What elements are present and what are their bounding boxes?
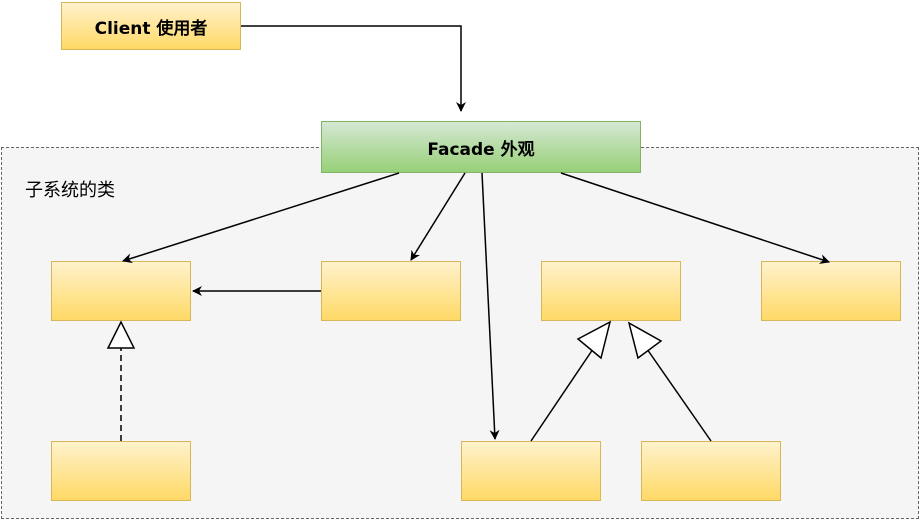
edge-facade-to-class-1	[122, 172, 400, 264]
inheritance-triangle-2	[627, 321, 663, 360]
client-box[interactable]: Client 使用者	[61, 2, 241, 50]
inheritance-triangle-1	[576, 320, 612, 360]
edge-facade-to-class-4	[560, 172, 830, 264]
subsystem-label: 子系统的类	[25, 180, 115, 201]
subsystem-class-7[interactable]	[641, 441, 781, 501]
edge-class-7-extends-class-3	[646, 348, 712, 442]
edge-facade-to-class-6	[481, 172, 500, 440]
subsystem-class-2[interactable]	[321, 261, 461, 321]
client-label: Client 使用者	[94, 18, 208, 39]
subsystem-class-6[interactable]	[461, 441, 601, 501]
facade-box[interactable]: Facade 外观	[321, 121, 641, 173]
edge-class-6-extends-class-3	[530, 348, 594, 442]
subsystem-class-5[interactable]	[51, 441, 191, 501]
realization-triangle	[106, 320, 136, 349]
facade-label: Facade 外观	[427, 139, 535, 160]
subsystem-class-3[interactable]	[541, 261, 681, 321]
edge-client-to-facade	[241, 25, 466, 112]
edge-facade-to-class-2	[410, 172, 466, 261]
subsystem-class-4[interactable]	[761, 261, 901, 321]
